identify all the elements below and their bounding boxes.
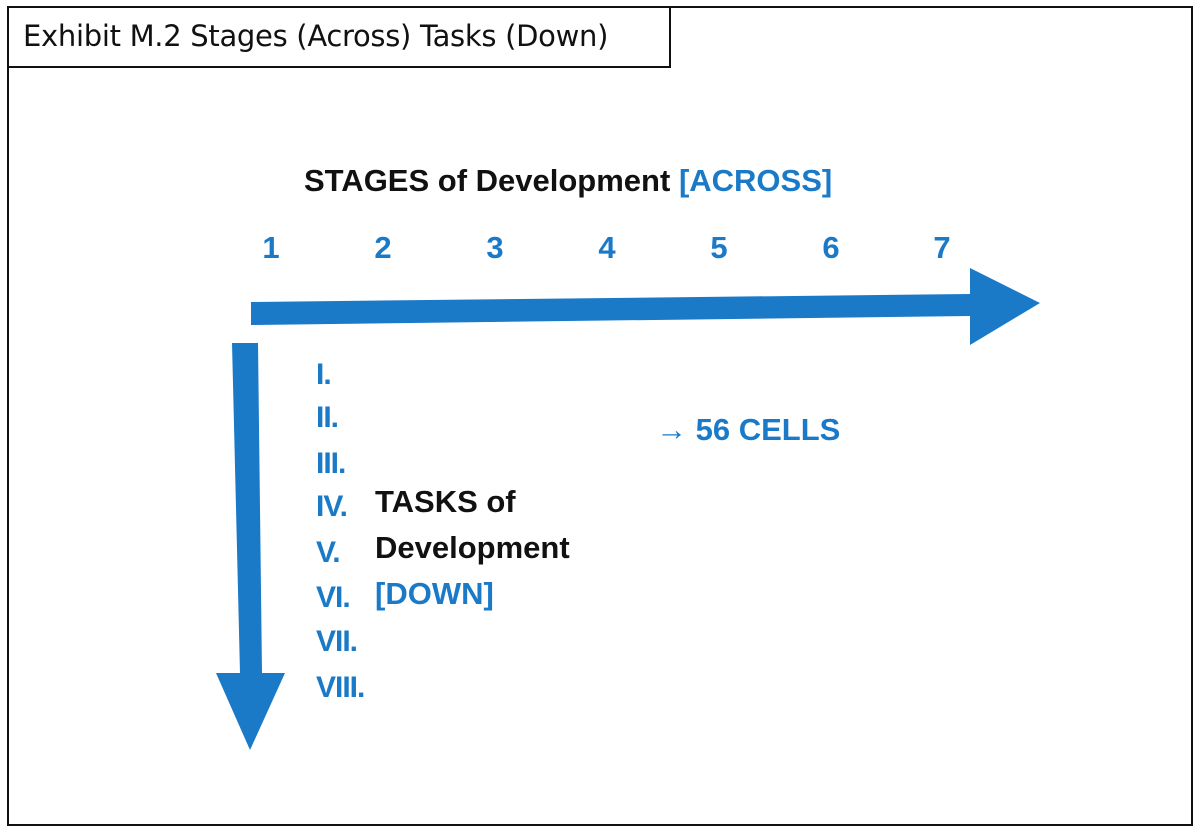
task-number: IV. (316, 490, 348, 523)
exhibit-frame (7, 6, 1193, 826)
stage-number: 4 (598, 230, 616, 265)
stage-number: 1 (262, 230, 280, 265)
down-arrow (216, 343, 285, 750)
exhibit-title: Exhibit M.2 Stages (Across) Tasks (Down) (7, 6, 671, 68)
stages-heading: STAGES of Development [ACROSS] (304, 163, 832, 199)
across-arrow (251, 268, 1040, 345)
stages-heading-accent: [ACROSS] (678, 163, 833, 198)
tasks-heading-line2: Development (375, 530, 570, 565)
cells-count-note: → 56 CELLS (656, 412, 841, 447)
tasks-heading-accent: [DOWN] (375, 576, 494, 611)
task-number: II. (316, 401, 339, 434)
stages-heading-main: STAGES of Development (304, 163, 671, 198)
task-number: III. (316, 447, 346, 480)
task-number: I. (316, 358, 332, 391)
stage-number: 5 (710, 230, 728, 265)
task-number: VI. (316, 581, 351, 614)
task-number: V. (316, 536, 341, 569)
stage-number: 3 (486, 230, 504, 265)
stage-number: 6 (822, 230, 840, 265)
stage-number: 2 (374, 230, 392, 265)
task-number: VII. (316, 625, 358, 658)
stage-number: 7 (933, 230, 951, 265)
task-number: VIII. (316, 671, 365, 704)
tasks-heading-line1: TASKS of (375, 484, 516, 519)
